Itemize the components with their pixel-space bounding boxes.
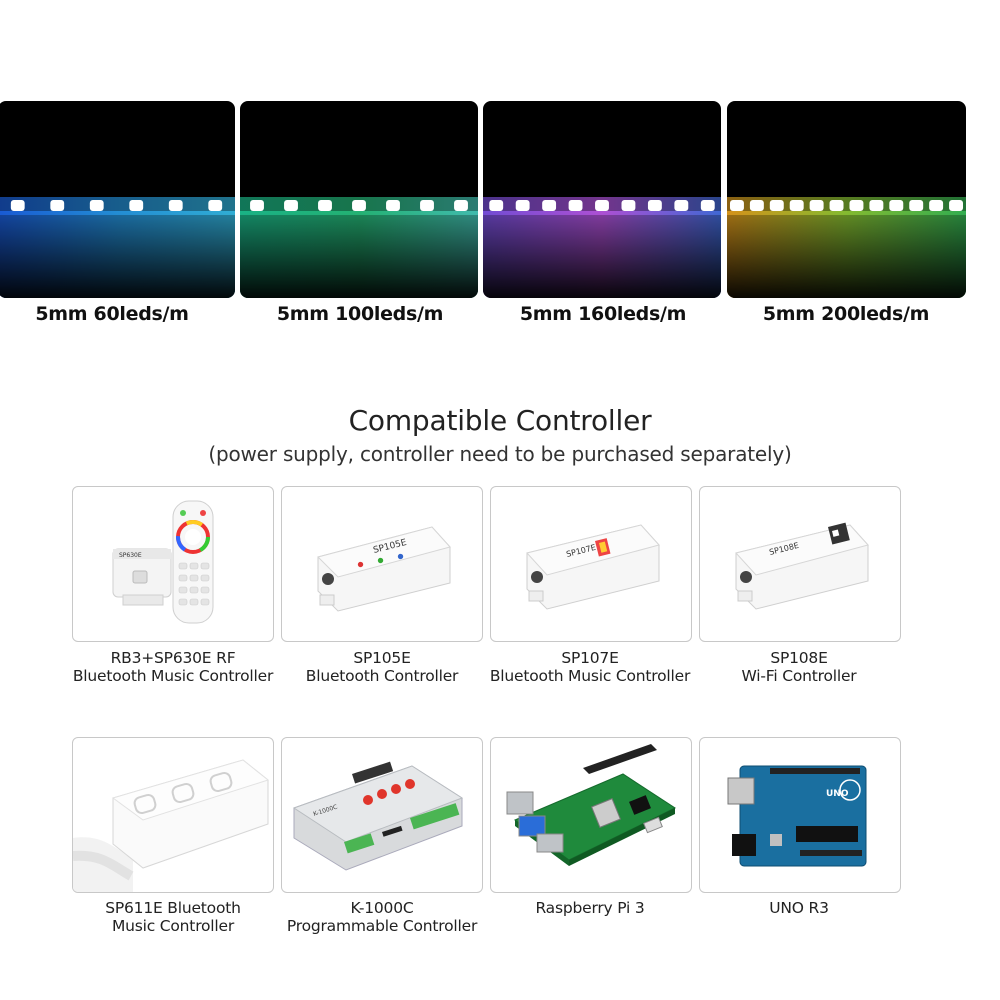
led-chip [50,200,65,211]
led-chip [352,200,366,211]
led-chip [10,200,25,211]
led-chip [89,200,104,211]
controller-box-image: SP108E [735,522,869,610]
led-chip [749,200,764,211]
strip-glow-fade [240,211,478,298]
product-card-uno-r3[interactable]: UNO [699,737,901,893]
led-chip [849,200,864,211]
led-chip [889,200,904,211]
product-card-k1000c[interactable]: K-1000C [281,737,483,893]
led-chip [595,200,609,211]
strip-band [727,197,966,215]
led-strip-photo-200 [727,101,966,298]
section-title: Compatible Controller [348,404,652,437]
product-card-sp611e[interactable] [72,737,274,893]
led-strip-photo-160 [483,101,721,298]
led-chip [729,200,744,211]
led-chip [208,200,223,211]
product-label-uno-r3: UNO R3 [769,899,829,917]
led-chip [700,200,715,211]
section-subtitle: (power supply, controller need to be pur… [208,442,792,466]
led-chip [909,200,924,211]
led-chip [809,200,824,211]
led-chip [515,200,530,211]
strip-label-100: 5mm 100leds/m [276,303,444,325]
led-chip [621,200,636,211]
product-card-sp107e[interactable]: SP107E [490,486,692,642]
led-chip [674,200,689,211]
strip-image [483,197,721,298]
led-chip [829,200,844,211]
svg-text:●: ● [357,560,365,569]
arduino-uno-board-image: UNO [727,765,867,867]
led-chip [929,200,944,211]
strip-label-200: 5mm 200leds/m [762,303,930,325]
led-chip [789,200,804,211]
led-chip [318,200,332,211]
strip-band [0,197,235,215]
controller-box-image: SP105E ● ● ● [317,526,451,612]
led-chip [250,200,264,211]
product-label-raspberry-pi: Raspberry Pi 3 [535,899,645,917]
raspberry-pi-board-image [506,744,677,866]
product-card-raspberry-pi[interactable] [490,737,692,893]
strip-label-160: 5mm 160leds/m [519,303,687,325]
strip-glow-fade [483,211,721,298]
led-strip-photo-100 [240,101,478,298]
product-card-rb3-sp630e[interactable]: SP630E [72,486,274,642]
svg-text:●: ● [377,556,385,565]
led-chip [769,200,784,211]
strip-glow-fade [727,211,966,298]
strip-image [0,197,235,298]
strip-image [240,197,478,298]
led-chip [386,200,400,211]
led-chip [949,200,964,211]
led-chip [129,200,144,211]
strip-image [727,197,966,298]
led-chip [568,200,583,211]
controller-box-image: SP107E [526,524,660,610]
svg-text:●: ● [397,552,405,561]
rf-remote-controller-image: SP630E [112,500,214,624]
led-chip [168,200,183,211]
led-chip [869,200,884,211]
led-chip [420,200,434,211]
product-card-sp105e[interactable]: SP105E ● ● ● [281,486,483,642]
led-chip [647,200,662,211]
programmable-controller-image: K-1000C [292,761,464,871]
strip-glow-fade [0,211,235,298]
led-chip [489,200,504,211]
three-button-controller-image [73,759,270,892]
led-chip [284,200,298,211]
svg-text:UNO: UNO [826,789,849,799]
strip-label-60: 5mm 60leds/m [35,303,189,325]
product-card-sp108e[interactable]: SP108E [699,486,901,642]
led-chip [454,200,468,211]
svg-text:SP630E: SP630E [119,552,142,559]
led-chip [542,200,557,211]
led-strip-photo-60 [0,101,235,298]
